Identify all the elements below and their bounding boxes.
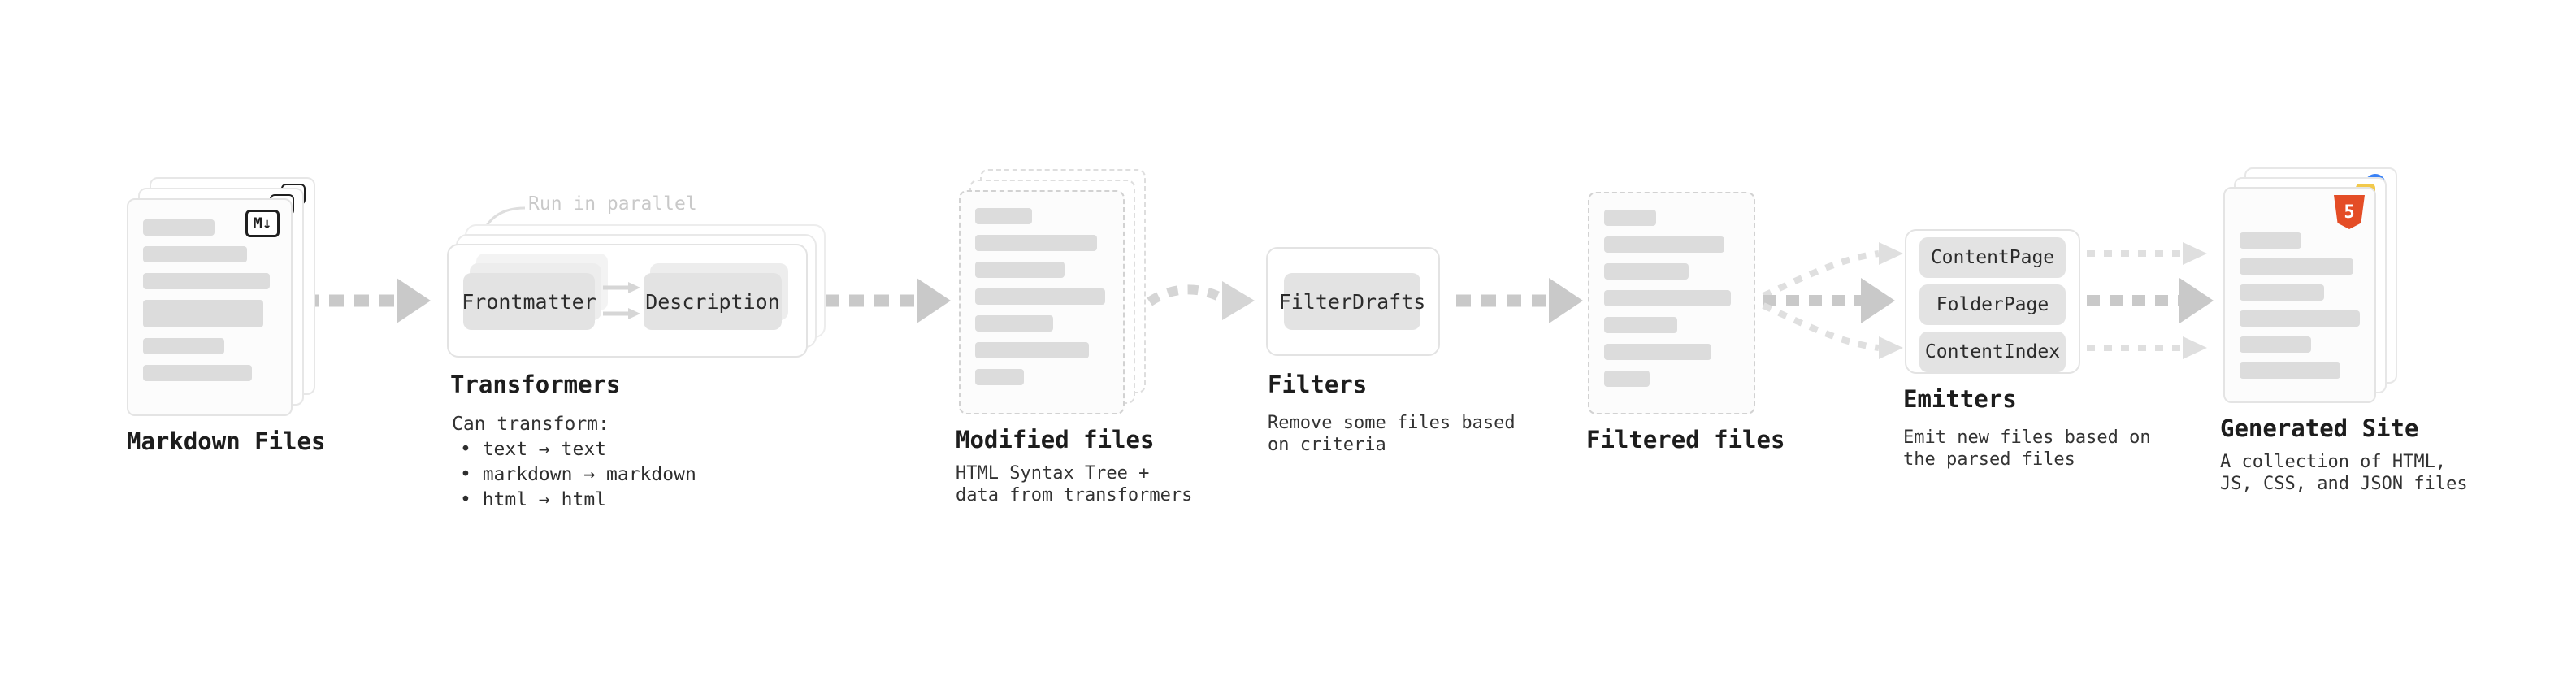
text-line (143, 273, 270, 289)
text-line (975, 262, 1065, 278)
markdown-file-card: M↓ (127, 198, 293, 416)
text-line (1604, 344, 1711, 360)
text-line (143, 246, 247, 262)
text-line (1604, 317, 1677, 333)
arrow-transformers-to-modified (824, 278, 951, 323)
generated-site-card: 5 (2223, 187, 2376, 403)
text-line (2240, 362, 2340, 379)
modified-files-desc: HTML Syntax Tree + data from transformer… (956, 463, 1193, 505)
text-line (2240, 310, 2360, 327)
text-placeholder-lines (1604, 210, 1739, 387)
text-line (143, 219, 215, 236)
arrow-markdown-to-transformers (304, 278, 431, 323)
text-line (1604, 290, 1731, 306)
text-line (143, 365, 252, 381)
transformers-label: Transformers (450, 371, 621, 398)
filter-node-filterdrafts: FilterDrafts (1279, 273, 1425, 330)
text-line (143, 338, 224, 354)
emitter-node-contentpage: ContentPage (1919, 237, 2066, 278)
transformer-node-frontmatter: Frontmatter (462, 273, 596, 330)
generated-site-desc: A collection of HTML, JS, CSS, and JSON … (2220, 452, 2468, 494)
html5-icon: 5 (2334, 195, 2365, 229)
text-line (2240, 258, 2353, 275)
text-line (975, 369, 1024, 385)
transformers-desc-title: Can transform: (452, 414, 609, 435)
markdown-icon: M↓ (245, 210, 280, 237)
filtered-file-card (1588, 192, 1755, 414)
text-line (143, 300, 263, 327)
text-placeholder-lines (975, 208, 1108, 385)
emitters-desc: Emit new files based on the parsed files (1903, 427, 2151, 470)
text-line (1604, 263, 1689, 280)
bullet-item: • text → text (460, 439, 607, 460)
arrows-emitters-to-site (2087, 242, 2214, 359)
arrow-frontmatter-to-description (603, 282, 640, 319)
text-line (2240, 232, 2301, 249)
emitter-node-folderpage: FolderPage (1919, 284, 2066, 325)
text-line (975, 342, 1089, 358)
text-line (1604, 236, 1724, 253)
bullet-item: • html → html (460, 489, 607, 510)
transformer-node-description: Description (644, 273, 782, 330)
transformers-bullet-list: • text → text • markdown → markdown • ht… (460, 439, 696, 510)
text-line (975, 315, 1053, 332)
arrow-filters-to-filtered (1456, 278, 1583, 323)
text-placeholder-lines (2240, 232, 2360, 379)
generated-site-label: Generated Site (2220, 414, 2419, 442)
modified-file-card (959, 190, 1125, 414)
arrows-filtered-to-emitters (1762, 242, 1903, 359)
text-line (975, 208, 1032, 224)
text-placeholder-lines (143, 219, 276, 381)
bullet-item: • markdown → markdown (460, 464, 696, 485)
text-line (975, 288, 1105, 305)
text-line (975, 235, 1097, 251)
modified-files-label: Modified files (956, 426, 1155, 453)
emitter-node-contentindex: ContentIndex (1919, 332, 2066, 372)
arrow-modified-to-filters (1130, 281, 1255, 320)
markdown-files-label: Markdown Files (127, 427, 326, 455)
text-line (2240, 336, 2311, 353)
text-line (1604, 210, 1656, 226)
emitters-label: Emitters (1903, 385, 2017, 413)
run-in-parallel-note: Run in parallel (528, 193, 697, 215)
filters-desc: Remove some files based on criteria (1268, 413, 1516, 455)
filtered-files-label: Filtered files (1586, 426, 1785, 453)
text-line (1604, 371, 1650, 387)
text-line (2240, 284, 2324, 301)
filters-label: Filters (1268, 371, 1368, 398)
